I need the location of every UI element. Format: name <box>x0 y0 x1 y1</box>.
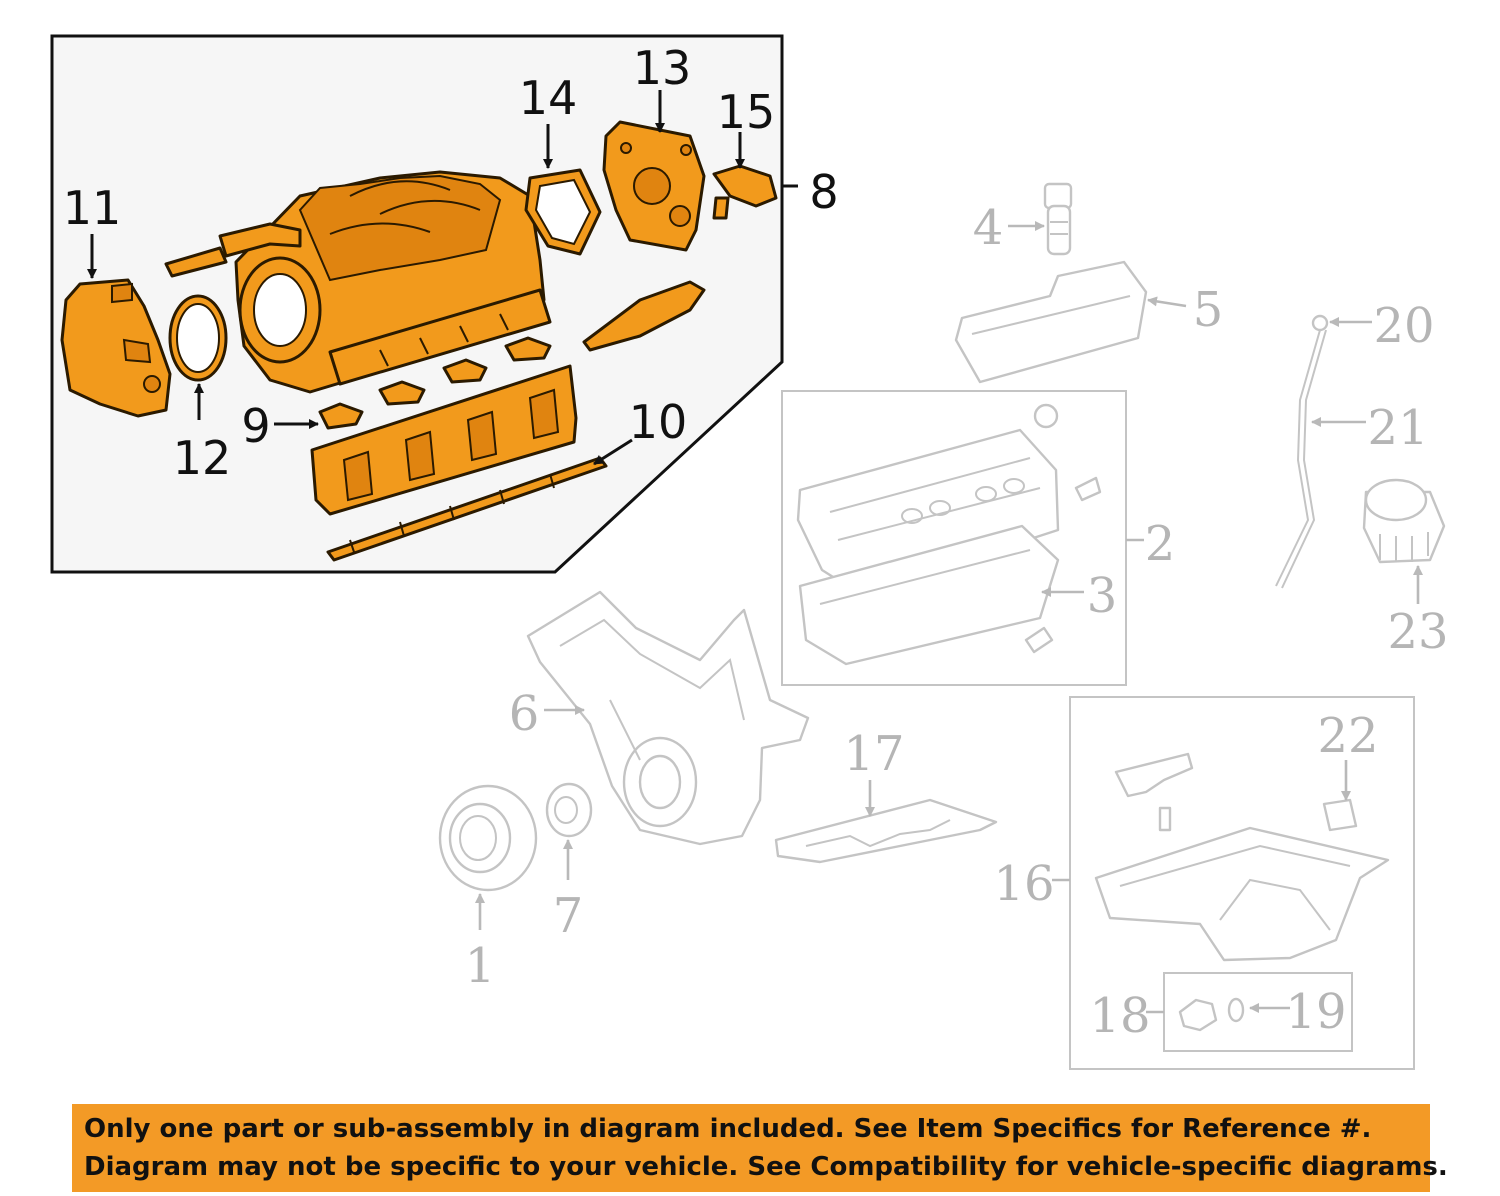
callout-16: 16 <box>993 856 1054 912</box>
intake-parts <box>60 120 778 562</box>
callout-20: 20 <box>1373 298 1434 354</box>
disclaimer-banner: Only one part or sub-assembly in diagram… <box>72 1104 1448 1192</box>
intake-cover-plate <box>602 120 706 252</box>
callout-18: 18 <box>1089 988 1150 1044</box>
lower-manifold <box>310 364 578 516</box>
callout-11: 11 <box>63 181 122 235</box>
engine-cover <box>954 260 1148 384</box>
callout-13: 13 <box>633 41 692 95</box>
callout-12: 12 <box>173 431 232 485</box>
callout-8: 8 <box>809 165 838 219</box>
valve-cover <box>796 403 1102 666</box>
callout-9: 9 <box>241 399 270 453</box>
leader-10 <box>593 438 633 466</box>
callout-22: 22 <box>1317 708 1378 764</box>
oil-filler-cap <box>1043 182 1073 256</box>
oil-pan <box>1094 752 1390 962</box>
callout-5: 5 <box>1193 282 1224 338</box>
center-gasket <box>582 280 706 352</box>
background-parts <box>438 182 1446 1070</box>
callout-19: 19 <box>1285 984 1346 1040</box>
callout-23: 23 <box>1387 604 1448 660</box>
disclaimer-line-2: Diagram may not be specific to your vehi… <box>84 1152 1448 1182</box>
oil-pan-gasket <box>774 798 998 864</box>
dark-leaders <box>87 90 798 466</box>
intake-manifold <box>164 170 552 394</box>
oil-pan-box <box>1069 696 1415 1070</box>
oil-filter <box>1362 478 1446 564</box>
valve-cover-box <box>781 390 1127 686</box>
callout-3: 3 <box>1087 568 1118 624</box>
leader-5 <box>1147 296 1187 308</box>
callout-17: 17 <box>843 726 904 782</box>
callout-1: 1 <box>465 938 496 994</box>
dark-callouts: 11 12 9 10 14 13 15 8 <box>63 41 839 485</box>
callout-14: 14 <box>519 71 578 125</box>
callout-21: 21 <box>1367 400 1428 456</box>
crank-pulley <box>438 784 538 892</box>
timing-cover <box>526 590 810 846</box>
front-seal <box>545 782 593 838</box>
manifold-gasket <box>326 456 608 562</box>
callout-10: 10 <box>629 395 688 449</box>
callout-7: 7 <box>553 888 584 944</box>
callout-15: 15 <box>717 85 776 139</box>
callout-4: 4 <box>973 200 1004 256</box>
grey-callouts: 4 5 2 3 20 21 23 6 17 22 16 1 7 18 19 <box>465 200 1449 1044</box>
disclaimer-line-1: Only one part or sub-assembly in diagram… <box>84 1114 1372 1144</box>
callout-2: 2 <box>1145 516 1176 572</box>
dipstick <box>1275 314 1329 589</box>
grey-leaders <box>475 221 1423 1014</box>
callout-6: 6 <box>509 686 540 742</box>
injector-spacers <box>318 336 552 430</box>
throttle-body <box>60 278 172 418</box>
drain-plug <box>1178 997 1245 1032</box>
